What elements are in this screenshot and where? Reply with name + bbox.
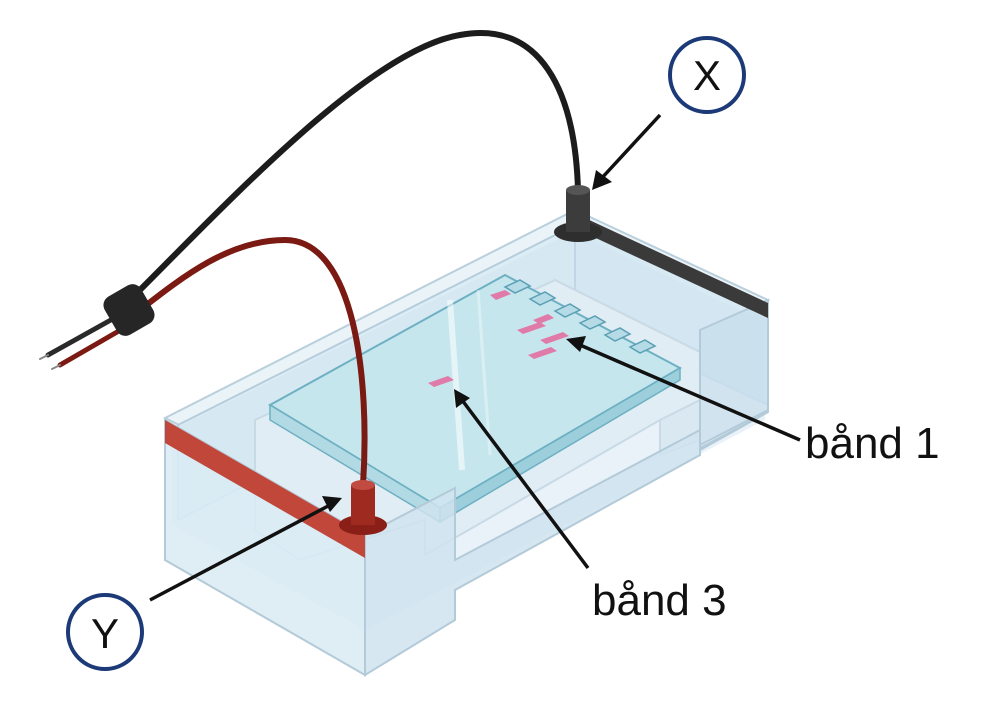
tank-right-end [699,298,769,447]
label-band1-text: bånd 1 [805,419,940,468]
band [528,347,557,359]
label-band3-text: bånd 3 [592,576,727,625]
black-lead [129,30,581,301]
plug-connector-icon [103,284,155,336]
label-y: Y [66,496,342,671]
band [517,322,546,334]
well [503,279,532,294]
well [628,339,657,354]
annotations: X Y bånd 1 bånd 3 [66,36,940,671]
electrode-y-icon [339,480,387,535]
band [533,314,554,324]
lead-tip-black [45,313,121,358]
black-electrode-strip [585,218,768,318]
band [428,376,454,387]
well [528,291,557,306]
label-band1: bånd 1 [566,336,940,468]
gel-slab [268,273,683,524]
leads [39,30,581,488]
electrode-x-icon [554,185,602,242]
dna-bands [428,290,569,387]
red-electrode-strip [165,420,365,558]
lead-tip-red [57,325,127,368]
well [578,315,607,330]
label-x-text: X [693,52,721,99]
red-lead [137,236,368,488]
well [553,303,582,318]
well [603,327,632,342]
label-band3: bånd 3 [454,389,727,625]
band [540,332,569,344]
label-y-text: Y [91,610,119,657]
band [490,290,511,300]
wells [503,279,657,354]
label-x: X [592,36,746,190]
